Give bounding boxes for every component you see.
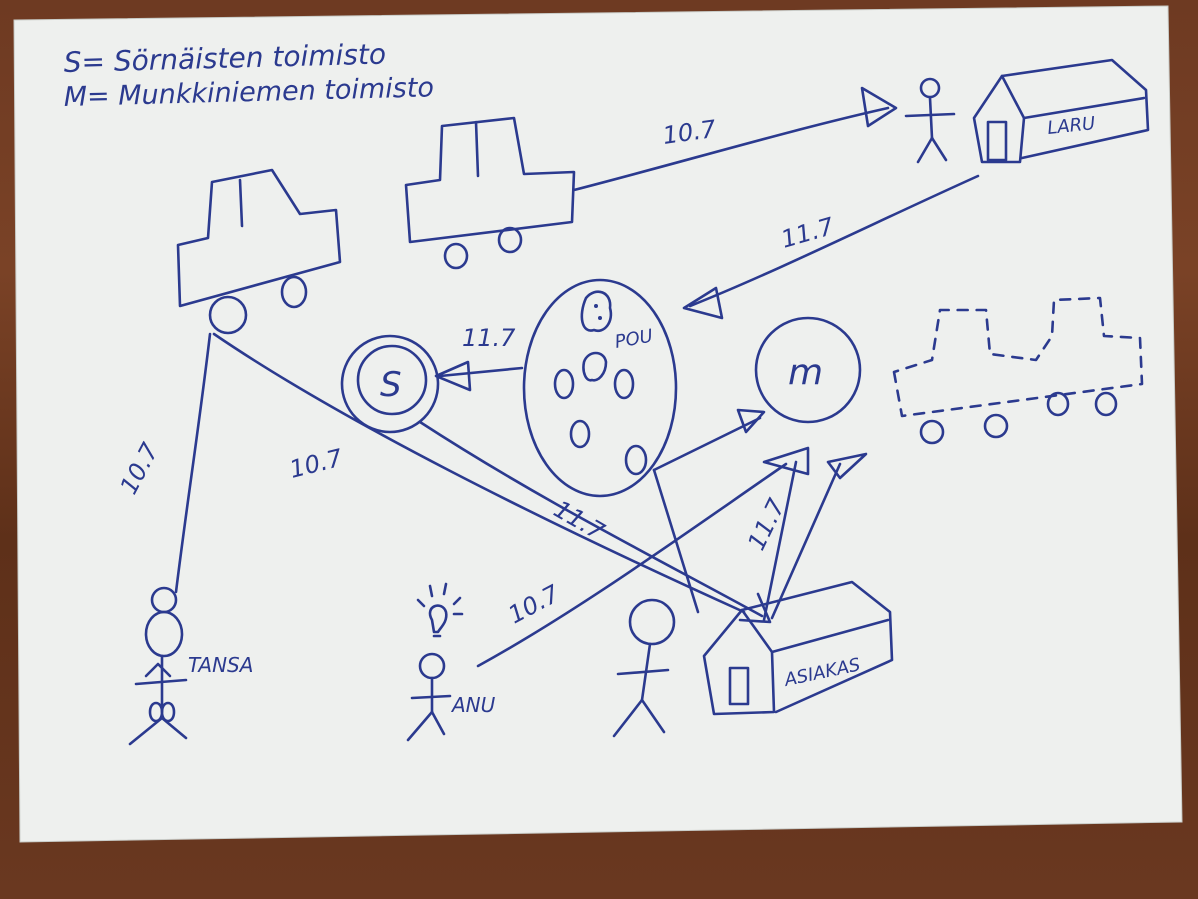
anu-label: ANU — [450, 693, 496, 717]
edge-pou-to-s: 11.7 — [434, 324, 524, 392]
car-dashed-icon — [892, 296, 1144, 445]
tansa-label: TANSA — [188, 653, 253, 677]
m-office-node: m — [754, 316, 862, 424]
laru-building-icon: LARU — [972, 58, 1150, 164]
anu-person-icon: ANU — [406, 582, 496, 742]
pou-node: POU — [522, 278, 678, 498]
car-top-icon — [404, 116, 576, 270]
s-office-node: S — [340, 334, 440, 434]
person-middle-icon — [612, 598, 676, 738]
tansa-person-icon: TANSA — [128, 586, 253, 746]
m-office-label: m — [788, 352, 823, 393]
car-left-icon — [176, 168, 342, 335]
laru-person-icon — [904, 77, 956, 164]
edge-car-to-laru: 10.7 — [572, 86, 898, 192]
laru-label: LARU — [1046, 113, 1096, 139]
edge-label-pou-s: 11.7 — [462, 324, 516, 352]
s-office-label: S — [380, 365, 402, 405]
